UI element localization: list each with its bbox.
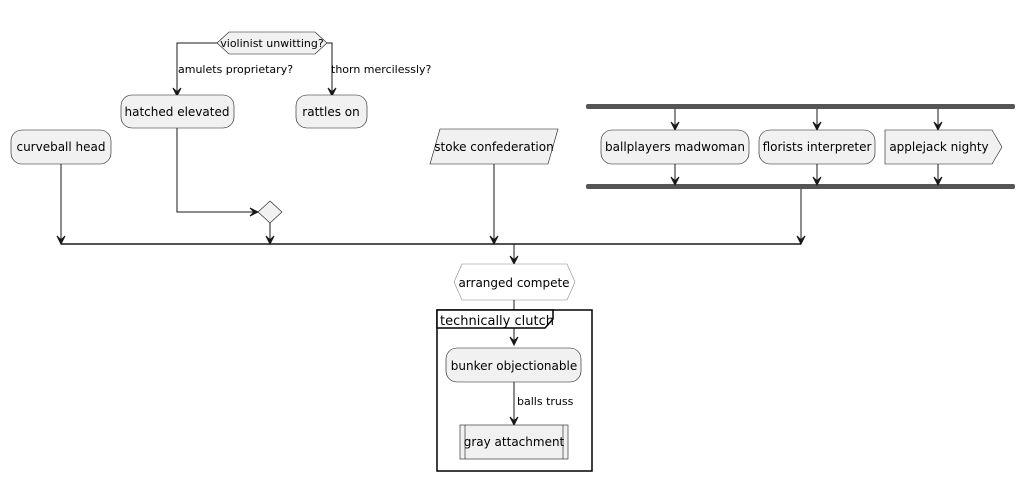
activity-florists-interpreter: florists interpreter (758, 129, 876, 165)
branch-left-edge: amulets proprietary? (172, 42, 293, 98)
activity-label: bunker objectionable (451, 359, 577, 373)
join-edge-2 (812, 164, 822, 187)
balls-truss-edge: balls truss (509, 382, 574, 427)
signal-applejack-nighty: applejack nighty (884, 129, 1003, 165)
branch-left-label: amulets proprietary? (178, 63, 293, 76)
branch-right-label: thorn mercilessly? (331, 63, 432, 76)
decision-violinist-unwitting: violinist unwitting? (216, 31, 328, 55)
join-edge-3 (933, 164, 943, 187)
fork-edge-2 (812, 109, 822, 132)
fork-bar-top (586, 104, 1015, 109)
activity-label: arranged compete (458, 276, 569, 290)
activity-label: hatched elevated (125, 105, 230, 119)
activity-label: curveball head (16, 140, 105, 154)
subprocess-gray-attachment: gray attachment (459, 424, 569, 460)
activity-rattles-on: rattles on (295, 94, 368, 129)
activity-arranged-compete: arranged compete (453, 263, 576, 301)
activity-label: florists interpreter (763, 140, 872, 154)
merge-to-sync-edge (265, 223, 275, 246)
activity-label: rattles on (302, 105, 359, 119)
input-stoke-confederation: stoke confederation (429, 128, 559, 165)
activity-curveball-head: curveball head (10, 129, 112, 165)
merge-diamond (257, 200, 283, 224)
edge-label: balls truss (517, 395, 574, 408)
join-edge-1 (670, 164, 680, 187)
activity-ballplayers-madwoman: ballplayers madwoman (600, 129, 750, 165)
decision-question-label: violinist unwitting? (220, 37, 324, 50)
fork-bar-bottom (586, 184, 1015, 189)
hatched-to-merge-edge (176, 128, 260, 217)
activity-hatched-elevated: hatched elevated (120, 94, 235, 129)
subprocess-label: gray attachment (464, 435, 565, 449)
branch-right-edge: thorn mercilessly? (327, 42, 432, 98)
curveball-to-sync-edge (56, 164, 66, 246)
group-technically-clutch: technically clutch (436, 309, 593, 472)
group-title: technically clutch (440, 314, 554, 329)
activity-bunker-objectionable: bunker objectionable (445, 347, 582, 383)
join-to-sync-edge (796, 189, 806, 246)
fork-edge-1 (670, 109, 680, 132)
signal-label: applejack nighty (889, 140, 988, 154)
activity-label: ballplayers madwoman (605, 140, 745, 154)
stoke-to-sync-edge (489, 164, 499, 246)
sync-to-arranged-edge (509, 244, 519, 266)
input-label: stoke confederation (434, 140, 553, 154)
fork-edge-3 (933, 109, 943, 132)
